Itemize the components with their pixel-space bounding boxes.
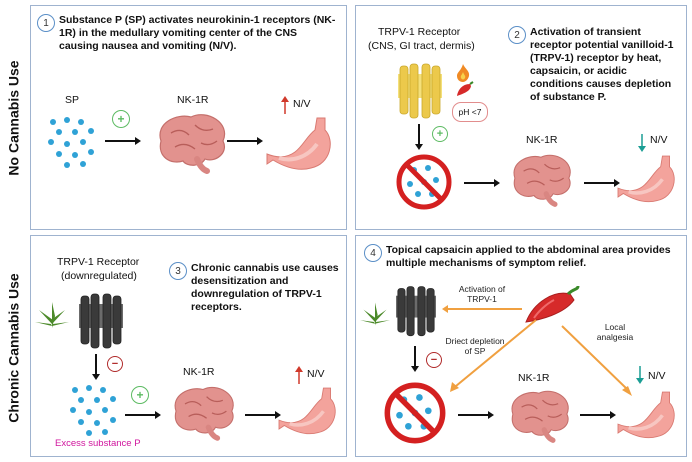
- side-label-no-cannabis-text: No Cannabis Use: [6, 59, 23, 176]
- arrow-right-icon: [584, 179, 620, 187]
- arrow-right-icon: [105, 137, 141, 145]
- arrow-down-icon: [415, 124, 423, 150]
- arrow-right-icon: [458, 411, 494, 419]
- panel-3-description: Chronic cannabis use causes desensitizat…: [191, 262, 339, 313]
- arrow-right-icon: [227, 137, 263, 145]
- minus-symbol: −: [111, 358, 119, 370]
- minus-symbol: −: [430, 354, 438, 366]
- up-arrow-icon: [295, 366, 303, 384]
- plus-icon: +: [432, 126, 448, 142]
- up-arrow-icon: [281, 96, 289, 114]
- nk1r-label: NK-1R: [183, 366, 215, 378]
- down-arrow-icon: [636, 366, 644, 384]
- trpv1-receptor-downregulated-icon: [396, 286, 436, 337]
- capsaicin-chili-pepper-icon: [525, 285, 580, 323]
- analgesia-arrow-icon: [561, 325, 632, 396]
- plus-icon: +: [112, 110, 130, 128]
- plus-symbol: +: [136, 388, 144, 402]
- panel-2-description: Activation of transient receptor potenti…: [530, 26, 674, 103]
- panel-1: 1 Substance P (SP) activates neurokinin-…: [30, 5, 347, 230]
- panel-3: TRPV-1 Receptor (downregulated) 3 Chroni…: [30, 235, 347, 457]
- nv-label: N/V: [650, 134, 668, 146]
- panel-4: 4 Topical capsaicin applied to the abdom…: [355, 235, 687, 457]
- trpv1-receptor-title: TRPV-1 Receptor: [57, 256, 140, 268]
- plus-symbol: +: [436, 128, 444, 140]
- brain-icon: [513, 154, 571, 207]
- direct-depletion-label: Driect depletion of SP: [445, 336, 505, 356]
- cannabis-leaf-icon: [360, 302, 390, 326]
- nk1r-label: NK-1R: [518, 372, 550, 384]
- nk1r-label: NK-1R: [526, 134, 558, 146]
- trpv1-receptor-subtitle: (downregulated): [61, 270, 137, 282]
- stomach-icon: [617, 155, 675, 203]
- panel-2: TRPV-1 Receptor (CNS, GI tract, dermis) …: [355, 5, 687, 230]
- no-substance-p-icon: [384, 382, 446, 444]
- side-label-chronic-cannabis: Chronic Cannabis Use: [0, 235, 28, 460]
- depletion-arrow-icon: [450, 319, 537, 392]
- step-number-1: 1: [37, 14, 55, 32]
- nv-label: N/V: [293, 98, 311, 110]
- chili-pepper-icon: [457, 81, 474, 96]
- sp-label: SP: [65, 94, 80, 106]
- minus-icon: −: [107, 356, 123, 372]
- substance-p-dots-icon: [70, 385, 116, 436]
- step-number-4: 4: [364, 244, 382, 262]
- trpv1-receptor-downregulated-icon: [79, 293, 123, 349]
- brain-icon: [511, 390, 569, 443]
- local-analgesia-label: Local analgesia: [596, 322, 634, 342]
- step-number-3: 3: [169, 262, 187, 280]
- trpv1-receptor-title: TRPV-1 Receptor: [378, 26, 461, 38]
- arrow-right-icon: [580, 411, 616, 419]
- arrow-down-icon: [411, 346, 419, 372]
- plus-icon: +: [131, 386, 149, 404]
- minus-icon: −: [426, 352, 442, 368]
- arrow-right-icon: [125, 411, 161, 419]
- nv-label: N/V: [648, 370, 666, 382]
- nv-label: N/V: [307, 368, 325, 380]
- flame-icon: [457, 64, 470, 82]
- side-label-chronic-cannabis-text: Chronic Cannabis Use: [6, 272, 22, 423]
- ph-label: pH <7: [458, 107, 482, 117]
- ph-badge: pH <7: [452, 102, 488, 122]
- arrow-down-icon: [92, 354, 100, 380]
- arrow-right-icon: [464, 179, 500, 187]
- trpv1-receptor-subtitle: (CNS, GI tract, dermis): [368, 40, 475, 52]
- substance-p-dots-icon: [48, 117, 94, 168]
- brain-icon: [159, 114, 226, 174]
- excess-substance-p-label: Excess substance P: [55, 438, 141, 449]
- stomach-icon: [266, 117, 331, 170]
- down-arrow-icon: [638, 134, 646, 152]
- step-number-2: 2: [508, 26, 526, 44]
- plus-symbol: +: [117, 112, 125, 126]
- activation-label: Activation of TRPV-1: [458, 284, 506, 304]
- panel-4-description: Topical capsaicin applied to the abdomin…: [386, 244, 671, 269]
- stomach-icon: [617, 391, 675, 439]
- panel-1-description: Substance P (SP) activates neurokinin-1 …: [59, 14, 336, 52]
- activation-arrow-icon: [442, 305, 522, 313]
- no-substance-p-icon: [396, 154, 452, 210]
- cannabis-leaf-icon: [35, 302, 69, 328]
- trpv1-receptor-icon: [398, 63, 442, 119]
- stomach-icon: [278, 387, 336, 435]
- brain-icon: [174, 387, 234, 441]
- side-label-no-cannabis: No Cannabis Use: [0, 5, 28, 230]
- arrow-right-icon: [245, 411, 281, 419]
- nk1r-label: NK-1R: [177, 94, 209, 106]
